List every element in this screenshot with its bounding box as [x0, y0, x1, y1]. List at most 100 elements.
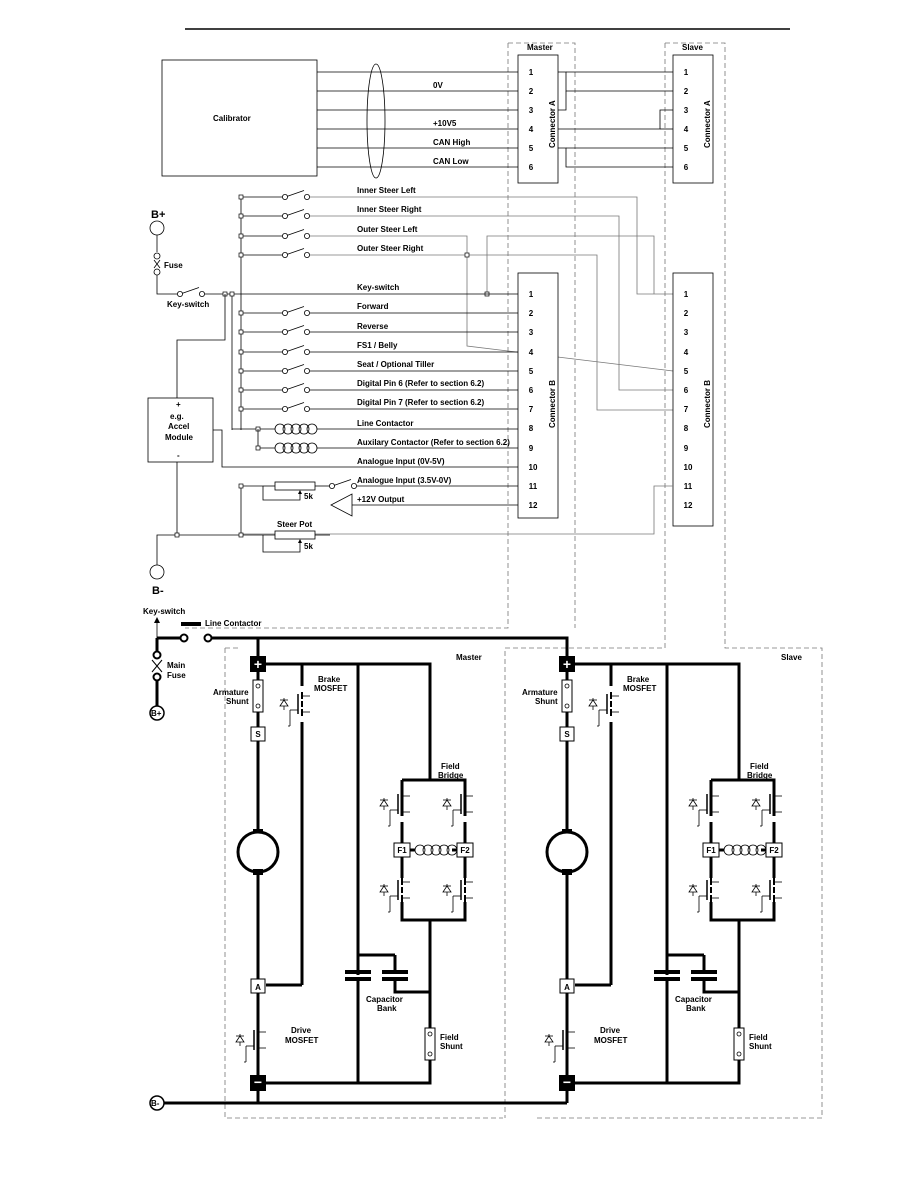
power-slave-title: Slave: [781, 653, 802, 662]
signal-12v-output: +12V Output: [357, 495, 405, 504]
b-minus-terminal: [149, 564, 165, 580]
slave-b-pin-11: 11: [684, 482, 693, 491]
slave-title: Slave: [682, 43, 703, 52]
key-switch-arrow-icon: [154, 617, 160, 638]
signal-forward: Forward: [357, 302, 389, 311]
steer-label-outer-left: Outer Steer Left: [357, 225, 418, 234]
b-plus-label: B+: [151, 209, 165, 221]
master-power-stage: + S A −: [235, 656, 476, 1103]
accel-line3: Module: [165, 433, 194, 442]
master-connector-b: [517, 272, 559, 519]
main-contactor-icon: [157, 633, 213, 643]
line-contactor-coil: [232, 423, 518, 435]
slave-b-pin-7: 7: [684, 405, 689, 414]
slave-b-pin-10: 10: [684, 463, 693, 472]
connector-a-link-wires: [558, 71, 673, 168]
master-b-pin-7: 7: [529, 405, 534, 414]
slave-field-shunt-1: Field: [749, 1033, 768, 1042]
analogue-pot-11: [238, 479, 518, 501]
signal-aux-contactor: Auxilary Contactor (Refer to section 6.2…: [357, 438, 510, 447]
slave-b-pin-9: 9: [684, 444, 689, 453]
master-field-bridge-1: Field: [441, 762, 460, 771]
cable-shield: [366, 63, 386, 179]
key-switch-label: Key-switch: [167, 300, 209, 309]
line-contactor-legend-bar: [181, 622, 201, 626]
slave-brake-mosfet-2: MOSFET: [623, 684, 656, 693]
key-switch-arrow-label: Key-switch: [143, 607, 185, 616]
key-switch-icon: [176, 287, 206, 298]
plus-12v-triangle: [330, 493, 353, 517]
steer-pot-5k: 5k: [304, 542, 313, 551]
accel-line2: Accel: [168, 422, 189, 431]
signal-reverse: Reverse: [357, 322, 389, 331]
b-plus-terminal: [149, 220, 165, 236]
switch-rows-connector-b: [238, 306, 518, 413]
slave-b-pin-6: 6: [684, 386, 689, 395]
master-b-pin-12: 12: [529, 501, 538, 510]
fuse-to-key-wire: [156, 275, 178, 295]
steer-pot-label: Steer Pot: [277, 520, 312, 529]
switch-supply-bus: [205, 196, 242, 535]
slave-b-pin-3: 3: [684, 328, 689, 337]
master-minus-terminal: −: [254, 1074, 262, 1090]
master-b-pin-8: 8: [529, 424, 534, 433]
aux-contactor-coil: [255, 429, 518, 454]
master-field-shunt-1: Field: [440, 1033, 459, 1042]
fuse-label: Fuse: [164, 261, 183, 270]
master-b-pin-5: 5: [529, 367, 534, 376]
power-b-minus-label: B-: [151, 1099, 160, 1108]
slave-field-shunt-2: Shunt: [749, 1042, 772, 1051]
signal-key-switch: Key-switch: [357, 283, 399, 292]
slave-drive-mosfet-1: Drive: [600, 1026, 621, 1035]
accel-signal-wire: [213, 429, 518, 468]
master-b-pin-3: 3: [529, 328, 534, 337]
steer-switch-rows: [238, 190, 311, 259]
b-minus-label: B-: [152, 585, 164, 597]
slave-b11-wire: [241, 485, 673, 535]
accel-minus: -: [177, 451, 180, 460]
calibrator-label: Calibrator: [213, 114, 251, 123]
steer-wires: [310, 196, 674, 411]
signal-analogue-0-5: Analogue Input (0V-5V): [357, 457, 445, 466]
accel-line1: e.g.: [170, 412, 184, 421]
master-b-pin-6: 6: [529, 386, 534, 395]
slave-armature-shunt-2: Shunt: [535, 697, 558, 706]
signal-can-high: CAN High: [433, 138, 470, 147]
slave-b-pin-5: 5: [684, 367, 689, 376]
slave-a-pin-4: 4: [684, 125, 689, 134]
master-a-pin-2: 2: [529, 87, 534, 96]
signal-seat-tiller: Seat / Optional Tiller: [357, 360, 434, 369]
master-capacitor-bank-1: Capacitor: [366, 995, 403, 1004]
steer-label-outer-right: Outer Steer Right: [357, 244, 424, 253]
accel-module-box: [147, 397, 214, 463]
master-a-pin-4: 4: [529, 125, 534, 134]
master-brake-mosfet-1: Brake: [318, 675, 341, 684]
slave-b-pin-1: 1: [684, 290, 689, 299]
master-plus-terminal: +: [254, 656, 262, 672]
master-a-pin-3: 3: [529, 106, 534, 115]
slave-connector-a-label: Connector A: [703, 100, 712, 148]
signal-fs1-belly: FS1 / Belly: [357, 341, 398, 350]
slave-capacitor-bank-1: Capacitor: [675, 995, 712, 1004]
signal-line-contactor: Line Contactor: [357, 419, 413, 428]
master-armature-shunt-1: Armature: [213, 688, 249, 697]
region-outlines: [185, 42, 823, 1119]
steer-label-inner-left: Inner Steer Left: [357, 186, 416, 195]
master-b-pin-9: 9: [529, 444, 534, 453]
slave-a-pin-3: 3: [684, 106, 689, 115]
line-contactor-legend-label: Line Contactor: [205, 619, 261, 628]
accel-plus: +: [176, 400, 181, 409]
slave-a-pin-5: 5: [684, 144, 689, 153]
calibrator-box: [161, 59, 318, 177]
signal-0v: 0V: [433, 81, 443, 90]
slave-connector-b: [672, 272, 714, 527]
master-a-label: A: [255, 983, 261, 992]
master-field-bridge-2: Bridge: [438, 771, 464, 780]
slave-a-pin-1: 1: [684, 68, 689, 77]
slave-b-pin-2: 2: [684, 309, 689, 318]
master-s-label: S: [255, 730, 261, 739]
master-b-pin-10: 10: [529, 463, 538, 472]
master-connector-a-label: Connector A: [548, 100, 557, 148]
signal-10v5: +10V5: [433, 119, 457, 128]
